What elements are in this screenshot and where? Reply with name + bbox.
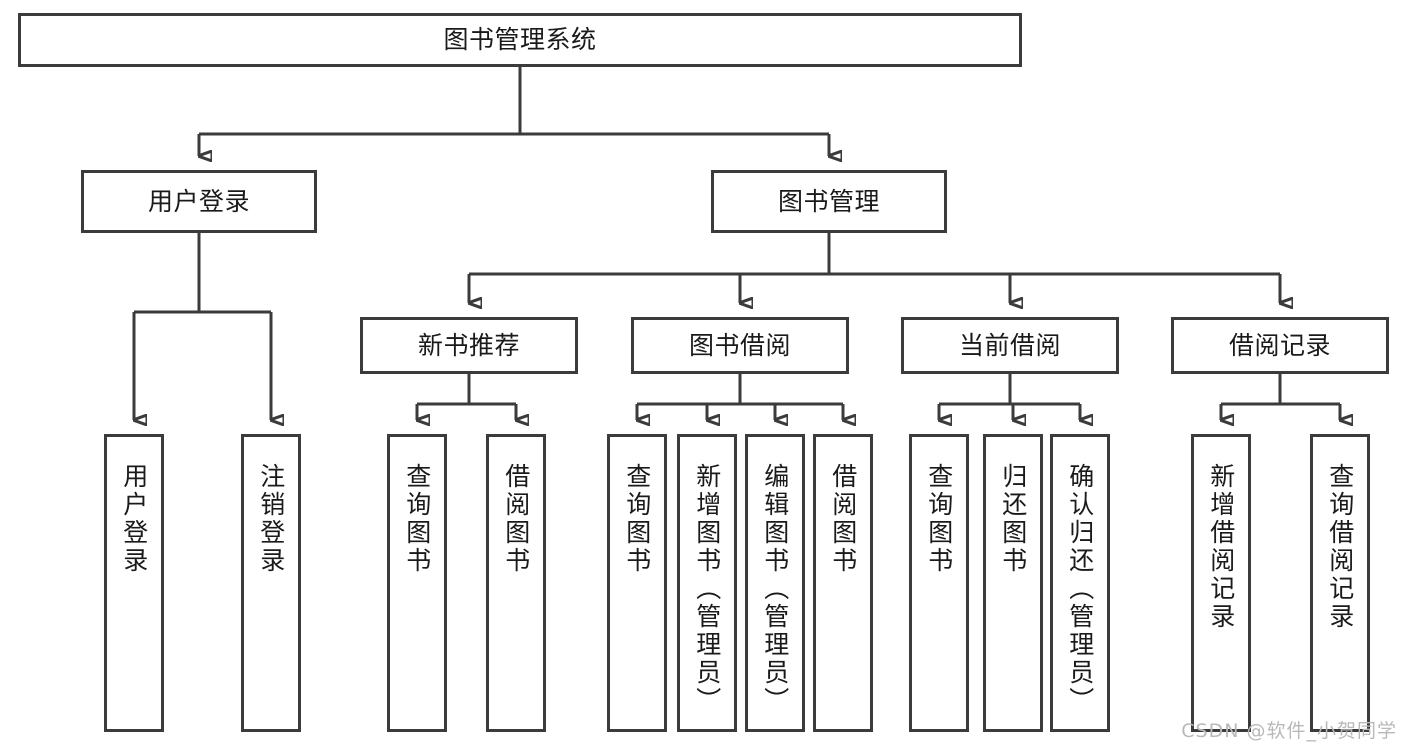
node-book-manage-label: 图书管理 — [777, 186, 880, 216]
node-leaf-query-book-3[interactable]: 查询图书 — [909, 434, 969, 732]
node-borrow-record-label: 借阅记录 — [1228, 330, 1331, 360]
node-leaf-confirm-return-label: 确认归还（管理员） — [1065, 463, 1095, 715]
connector-userlogin-to-leaves — [132, 233, 271, 420]
connector-bookborrow-to-leaves — [635, 374, 843, 420]
node-current-borrow-label: 当前借阅 — [958, 330, 1061, 360]
node-book-borrow[interactable]: 图书借阅 — [631, 317, 849, 374]
node-leaf-query-book-1-label: 查询图书 — [402, 463, 432, 575]
node-leaf-user-login[interactable]: 用户登录 — [104, 434, 164, 732]
node-new-book-recommend[interactable]: 新书推荐 — [360, 317, 578, 374]
node-leaf-add-book-label: 新增图书（管理员） — [692, 463, 722, 715]
node-leaf-query-book-1[interactable]: 查询图书 — [387, 434, 447, 732]
node-leaf-user-logout-label: 注销登录 — [256, 463, 286, 575]
node-leaf-borrow-book-2[interactable]: 借阅图书 — [813, 434, 873, 732]
csdn-watermark: CSDN @软件_小贺同学 — [1181, 720, 1397, 742]
node-leaf-return-book[interactable]: 归还图书 — [983, 434, 1043, 732]
node-book-manage[interactable]: 图书管理 — [711, 170, 947, 233]
node-leaf-borrow-book-1-label: 借阅图书 — [501, 463, 531, 575]
node-user-login[interactable]: 用户登录 — [81, 170, 317, 233]
node-leaf-add-book[interactable]: 新增图书（管理员） — [677, 434, 737, 732]
node-leaf-add-record-label: 新增借阅记录 — [1206, 463, 1236, 631]
node-root[interactable]: 图书管理系统 — [18, 13, 1022, 67]
connector-borrowrecord-to-leaves — [1219, 374, 1340, 420]
node-leaf-add-record[interactable]: 新增借阅记录 — [1191, 434, 1251, 732]
node-leaf-borrow-book-1[interactable]: 借阅图书 — [486, 434, 546, 732]
node-user-login-label: 用户登录 — [147, 186, 250, 216]
node-current-borrow[interactable]: 当前借阅 — [901, 317, 1119, 374]
node-new-book-recommend-label: 新书推荐 — [417, 330, 520, 360]
connector-newbook-to-leaves — [415, 374, 516, 420]
node-leaf-user-logout[interactable]: 注销登录 — [241, 434, 301, 732]
node-leaf-borrow-book-2-label: 借阅图书 — [828, 463, 858, 575]
connector-root-to-level2 — [197, 67, 829, 156]
node-leaf-return-book-label: 归还图书 — [998, 463, 1028, 575]
node-leaf-query-record-label: 查询借阅记录 — [1325, 463, 1355, 631]
node-leaf-edit-book[interactable]: 编辑图书（管理员） — [745, 434, 805, 732]
node-leaf-edit-book-label: 编辑图书（管理员） — [760, 463, 790, 715]
node-leaf-query-record[interactable]: 查询借阅记录 — [1310, 434, 1370, 732]
node-book-borrow-label: 图书借阅 — [688, 330, 791, 360]
node-leaf-confirm-return[interactable]: 确认归还（管理员） — [1050, 434, 1110, 732]
node-root-label: 图书管理系统 — [443, 25, 597, 55]
connector-currentborrow-to-leaves — [937, 374, 1080, 420]
node-leaf-query-book-2-label: 查询图书 — [622, 463, 652, 575]
connector-bookmanage-to-level3 — [467, 233, 1280, 303]
node-leaf-query-book-2[interactable]: 查询图书 — [607, 434, 667, 732]
node-borrow-record[interactable]: 借阅记录 — [1171, 317, 1389, 374]
node-leaf-user-login-label: 用户登录 — [119, 463, 149, 575]
node-leaf-query-book-3-label: 查询图书 — [924, 463, 954, 575]
